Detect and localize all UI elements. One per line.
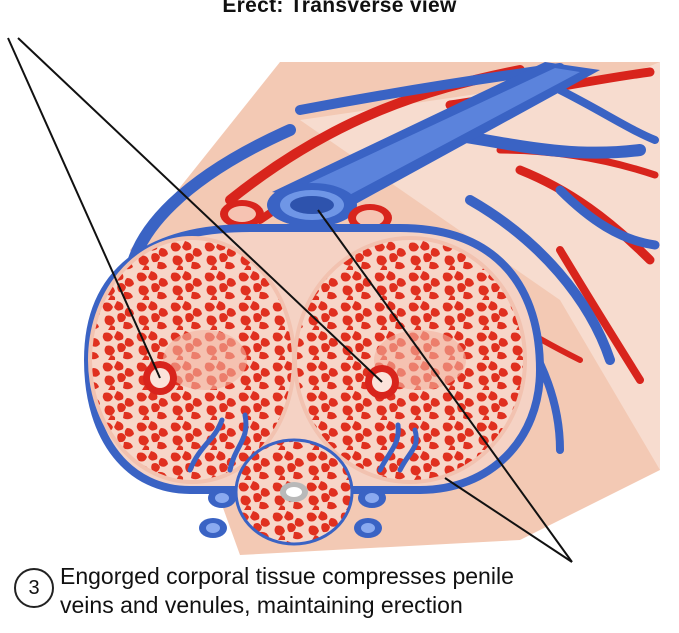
caption-text: Engorged corporal tissue compresses peni… [60,562,679,620]
step-number-badge: 3 [14,568,54,608]
right-corpus-cavernosum [295,238,525,482]
caption-line-2: veins and venules, maintaining erection [60,591,679,620]
caption-line-1: Engorged corporal tissue compresses peni… [60,562,679,591]
left-corpus-cavernosum [90,238,294,482]
corpus-spongiosum [236,440,352,544]
